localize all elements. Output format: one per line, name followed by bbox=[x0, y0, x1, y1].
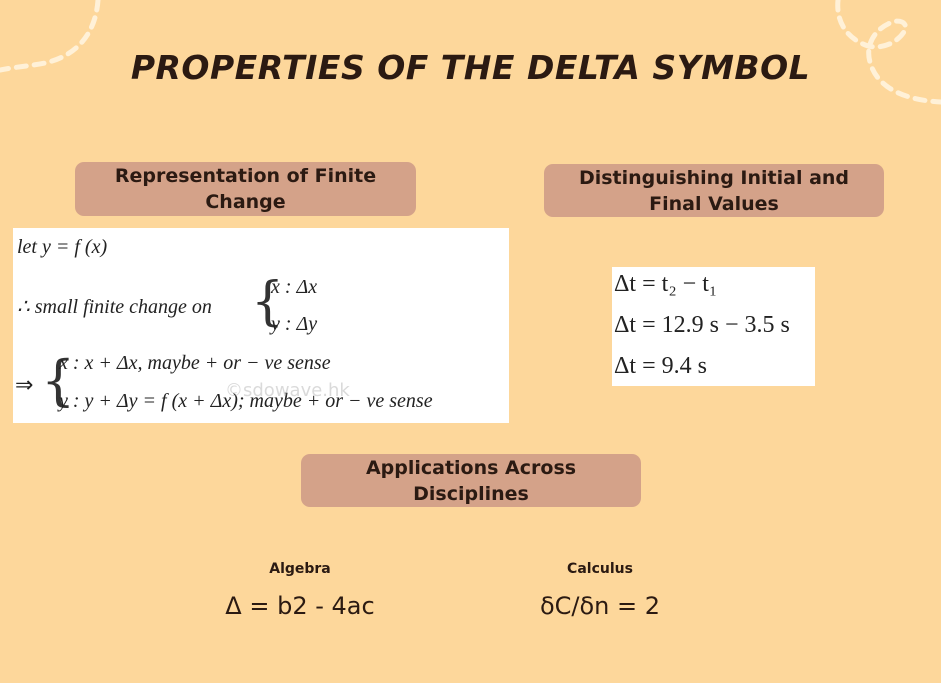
equation-lhs: Δt bbox=[614, 353, 637, 379]
math-case-x-change: x : x + Δx, maybe + or − ve sense bbox=[59, 352, 331, 374]
equation-rhs: = t₂ − t₁ bbox=[642, 271, 718, 297]
application-label-algebra: Algebra bbox=[269, 561, 331, 577]
delta-t-equations-image: Δt = t₂ − t₁ Δt = 12.9 s − 3.5 s Δt = 9.… bbox=[612, 267, 815, 386]
application-label-calculus: Calculus bbox=[567, 561, 633, 577]
equation-rhs: = 9.4 s bbox=[642, 353, 707, 379]
math-case-y-change: y : y + Δy = f (x + Δx); maybe + or − ve… bbox=[59, 390, 433, 412]
implies-arrow-icon: ⇒ bbox=[15, 372, 34, 397]
math-case-x: x : Δx bbox=[271, 276, 318, 298]
heading-finite-change: Representation of Finite Change bbox=[75, 162, 416, 216]
application-formula-calculus: δC/δn = 2 bbox=[539, 592, 661, 620]
equation-line: Δt = 12.9 s − 3.5 s bbox=[614, 312, 790, 339]
finite-change-math-image: let y = f (x) ∴ small finite change on {… bbox=[13, 228, 509, 423]
brace-icon: { bbox=[251, 272, 285, 332]
brace-icon: { bbox=[41, 349, 76, 412]
watermark: ©sdowave.hk bbox=[225, 380, 350, 401]
equation-line: Δt = 9.4 s bbox=[614, 353, 707, 380]
heading-initial-final-text: Distinguishing Initial and Final Values bbox=[578, 166, 850, 215]
heading-applications: Applications Across Disciplines bbox=[301, 454, 641, 507]
heading-applications-text: Applications Across Disciplines bbox=[365, 456, 577, 505]
equation-line: Δt = t₂ − t₁ bbox=[614, 271, 717, 298]
math-line-small-change: ∴ small finite change on bbox=[17, 296, 212, 318]
heading-initial-final: Distinguishing Initial and Final Values bbox=[544, 164, 884, 217]
heading-finite-change-text: Representation of Finite Change bbox=[114, 165, 377, 213]
equation-lhs: Δt bbox=[614, 271, 637, 297]
math-case-y: y : Δy bbox=[271, 313, 318, 335]
equation-lhs: Δt bbox=[614, 312, 637, 338]
math-line-let: let y = f (x) bbox=[17, 236, 108, 258]
application-formula-algebra: Δ = b2 - 4ac bbox=[225, 592, 375, 620]
equation-rhs: = 12.9 s − 3.5 s bbox=[642, 312, 790, 338]
page-title: Properties of the Delta Symbol bbox=[130, 48, 811, 87]
